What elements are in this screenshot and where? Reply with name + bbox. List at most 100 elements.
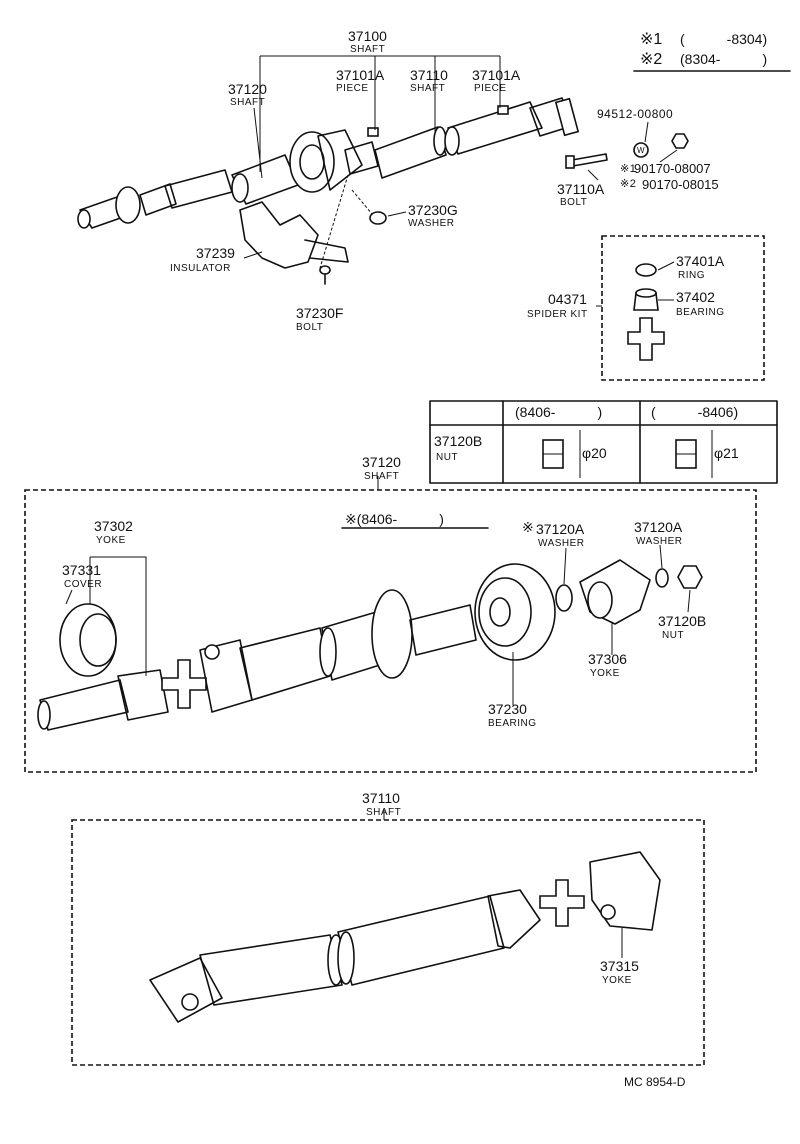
spider-cross-3 [539, 879, 585, 927]
label-37120-lbl: SHAFT [230, 97, 265, 108]
label-nut1-num: 90170-08007 [634, 161, 711, 176]
label-37110a-num: 37110A [557, 181, 605, 197]
shaft-37110-detail [71, 810, 705, 1066]
label-04371-lbl: SPIDER KIT [527, 309, 588, 320]
label-37306-num: 37306 [588, 651, 627, 667]
legend-text-1: ( -8304) [680, 31, 767, 47]
label-37110-num: 37110 [410, 67, 448, 83]
table-row-lbl: NUT [436, 452, 458, 463]
legend-mark-2: ※2 [640, 51, 662, 68]
front-yoke-37110 [149, 957, 223, 1023]
label-37110a-lbl: BOLT [560, 197, 587, 208]
tube-flange [371, 589, 413, 679]
cover-37331 [59, 603, 117, 677]
label-37306-lbl: YOKE [590, 668, 620, 679]
label-37230f-lbl: BOLT [296, 322, 323, 333]
label-washer-note-mark: ※ [522, 519, 534, 535]
label-37302-num: 37302 [94, 518, 133, 534]
label-37120a-1-num: 37120A [536, 521, 585, 537]
center-bearing [289, 131, 335, 193]
label-nut2-num: 90170-08015 [642, 177, 719, 192]
yoke-37302 [117, 669, 169, 721]
tube-front-37110 [199, 934, 343, 1006]
nut-37120b [677, 565, 703, 589]
bolt-37230f [319, 265, 331, 275]
label-37239-num: 37239 [196, 245, 235, 261]
label-37239-lbl: INSULATOR [170, 263, 231, 274]
label-37401a-lbl: RING [678, 270, 705, 281]
label-37331-num: 37331 [62, 562, 101, 578]
label-37120a-2-num: 37120A [634, 519, 683, 535]
top-shaft-assembly: W [77, 55, 689, 285]
bolt-37110a [571, 153, 608, 167]
spline-section [409, 604, 477, 656]
table-row-num: 37120B [434, 433, 482, 449]
label-piece-a-num: 37101A [336, 67, 385, 83]
bearing-37230 [474, 563, 556, 661]
label-37401a-num: 37401A [676, 253, 725, 269]
label-piece-a-lbl: PIECE [336, 83, 369, 94]
label-piece-b-num: 37101A [472, 67, 521, 83]
label-detail-note: ※(8406- ) [345, 511, 444, 527]
label-37110-title-num: 37110 [362, 790, 400, 806]
spider-kit-box [596, 235, 765, 381]
label-37120a-2-lbl: WASHER [636, 536, 683, 547]
ring-37401a [635, 263, 657, 277]
spider-cross-2 [161, 659, 207, 709]
label-37230f-num: 37230F [296, 305, 343, 321]
insulator [239, 201, 319, 269]
table-dim-1: φ20 [582, 445, 607, 461]
rear-tube [447, 101, 543, 155]
label-94512: 94512-00800 [597, 107, 673, 121]
label-37110-lbl: SHAFT [410, 83, 445, 94]
label-piece-b-lbl: PIECE [474, 83, 507, 94]
label-37230g-num: 37230G [408, 202, 458, 218]
washer-94512 [633, 142, 649, 158]
label-37402-num: 37402 [676, 289, 715, 305]
tube-front [239, 627, 331, 701]
table-header-2: ( -8406) [651, 404, 738, 420]
piece-2 [497, 105, 509, 115]
label-37315-lbl: YOKE [602, 975, 632, 986]
label-37120b-num: 37120B [658, 613, 706, 629]
svg-text:W: W [637, 146, 645, 155]
label-37100-num: 37100 [348, 28, 387, 44]
front-flange [115, 186, 141, 224]
label-37315-num: 37315 [600, 958, 639, 974]
label-04371-num: 04371 [548, 291, 587, 307]
label-37120-num: 37120 [228, 81, 267, 97]
label-37302-lbl: YOKE [96, 535, 126, 546]
piece-1 [367, 127, 379, 137]
diagram-code: MC 8954-D [624, 1075, 686, 1089]
legend: ※1 ( -8304) ※2 (8304- ) [633, 31, 791, 72]
washer-37120a-1 [555, 584, 573, 612]
label-37402-lbl: BEARING [676, 307, 725, 318]
rear-yoke-37110 [487, 889, 541, 949]
middle-tube [374, 126, 447, 179]
legend-text-2: (8304- ) [680, 51, 767, 67]
yoke-37315 [589, 851, 661, 931]
label-37120b-lbl: NUT [662, 630, 684, 641]
washer-37120a-2 [655, 568, 669, 588]
label-37230g-lbl: WASHER [408, 218, 455, 229]
label-37331-lbl: COVER [64, 579, 102, 590]
legend-mark-1: ※1 [640, 31, 662, 48]
nut-90170 [671, 133, 689, 149]
label-37100-lbl: SHAFT [350, 44, 385, 55]
label-37120-title-num: 37120 [362, 454, 401, 470]
yoke-37306 [579, 559, 651, 625]
spline-shaft [39, 679, 129, 731]
spider-cross [627, 317, 665, 361]
label-37110-title-lbl: SHAFT [366, 807, 401, 818]
tube-rear-37110 [337, 895, 505, 986]
label-nut1-mark: ※1 [620, 163, 636, 175]
washer-37230g [369, 211, 387, 225]
label-37230-lbl: BEARING [488, 718, 537, 729]
shaft-37120-detail [24, 476, 757, 773]
label-37230-num: 37230 [488, 701, 527, 717]
table-header-1: (8406- ) [515, 404, 602, 420]
label-37120-title-lbl: SHAFT [364, 471, 399, 482]
table-dim-2: φ21 [714, 445, 739, 461]
label-37120a-1-lbl: WASHER [538, 538, 585, 549]
